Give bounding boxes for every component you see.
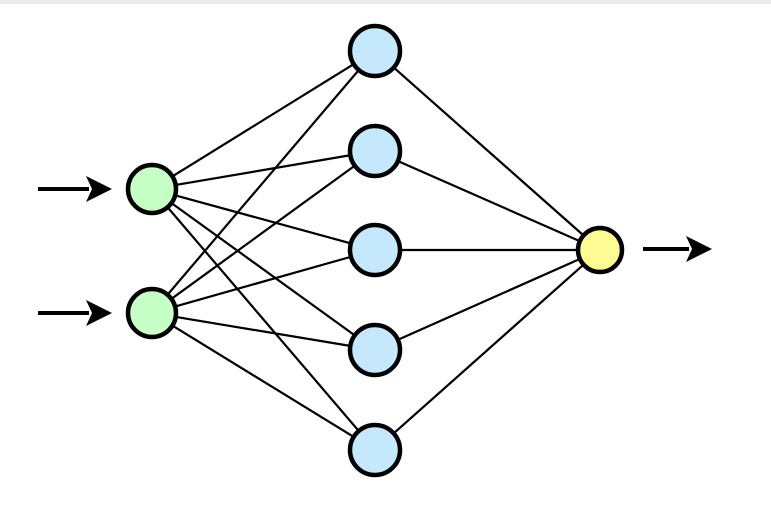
node-h4[interactable] bbox=[347, 322, 403, 378]
nodes-group bbox=[125, 23, 625, 478]
node-h5[interactable] bbox=[347, 422, 403, 478]
output-arrow-head-icon bbox=[686, 236, 712, 262]
input-arrow-top bbox=[38, 176, 112, 202]
edge-i2-h3 bbox=[172, 255, 354, 309]
input-layer-node-circle[interactable] bbox=[125, 162, 179, 216]
edge-i2-h5 bbox=[170, 323, 356, 439]
output-layer-node-circle[interactable] bbox=[575, 225, 625, 275]
input-arrow-bottom-head-icon bbox=[86, 300, 112, 326]
hidden-layer-node-circle[interactable] bbox=[347, 322, 403, 378]
node-h2[interactable] bbox=[347, 123, 403, 179]
edge-h4-o1 bbox=[395, 257, 583, 342]
edge-i1-h4 bbox=[169, 200, 357, 338]
node-o1[interactable] bbox=[575, 225, 625, 275]
arrows-group bbox=[38, 176, 712, 326]
hidden-layer-node-circle[interactable] bbox=[347, 123, 403, 179]
edge-i2-h4 bbox=[173, 315, 353, 348]
edges-group bbox=[165, 62, 586, 439]
node-i1[interactable] bbox=[125, 162, 179, 216]
node-i2[interactable] bbox=[125, 286, 179, 340]
input-arrow-top-head-icon bbox=[86, 176, 112, 202]
input-layer-node-circle[interactable] bbox=[125, 286, 179, 340]
output-arrow bbox=[643, 236, 712, 262]
edge-i2-h2 bbox=[169, 163, 358, 301]
top-edge-strip bbox=[0, 0, 771, 4]
edge-i1-h1 bbox=[170, 62, 357, 179]
node-h3[interactable] bbox=[347, 222, 403, 278]
edge-h5-o1 bbox=[391, 262, 586, 436]
edge-h1-o1 bbox=[391, 65, 586, 238]
edge-i1-h2 bbox=[173, 153, 353, 187]
input-arrow-bottom bbox=[38, 300, 112, 326]
edge-i1-h5 bbox=[165, 205, 361, 434]
hidden-layer-node-circle[interactable] bbox=[347, 23, 403, 79]
hidden-layer-node-circle[interactable] bbox=[347, 222, 403, 278]
hidden-layer-node-circle[interactable] bbox=[347, 422, 403, 478]
edge-i2-h1 bbox=[165, 67, 361, 297]
node-h1[interactable] bbox=[347, 23, 403, 79]
edge-h2-o1 bbox=[395, 159, 583, 243]
edge-i1-h3 bbox=[172, 193, 354, 245]
